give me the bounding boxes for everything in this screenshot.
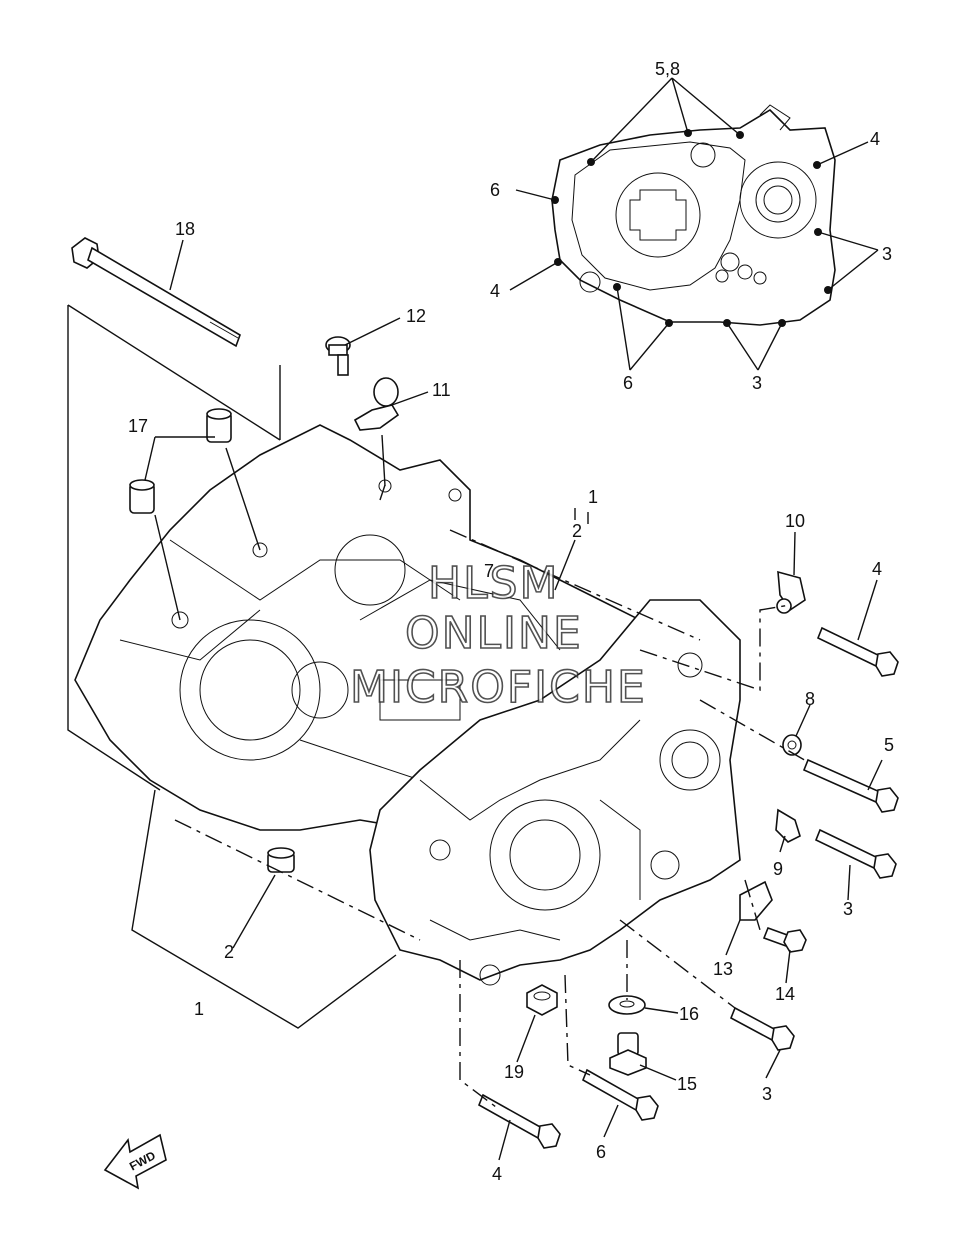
callout-10: 10 [785,511,805,531]
watermark-line-1: HLSM [428,558,560,609]
callout-4-inset-top: 4 [870,129,880,149]
callout-18: 18 [175,219,195,239]
callout-7: 7 [484,561,494,581]
washer-8 [782,734,802,756]
clamp-11 [353,377,400,431]
watermark: HLSM ONLINE MICROFICHE [349,557,647,714]
dowel-pins-17 [129,408,232,514]
clip-9 [775,808,801,843]
dowel-pin-2 [267,847,295,873]
callout-1-bottom: 1 [194,999,204,1019]
crankcase-right-half [369,599,741,986]
bolt-3-low [729,1006,795,1051]
long-bolt [71,237,241,348]
callout-4-mid: 4 [872,559,882,579]
bolt-6-low [581,1068,659,1121]
callout-14: 14 [775,984,795,1004]
callout-13: 13 [713,959,733,979]
callout-3-low: 3 [762,1084,772,1104]
nut-19 [526,984,558,1016]
callout-6-low: 6 [596,1142,606,1162]
callout-9: 9 [773,859,783,879]
callout-8: 8 [805,689,815,709]
drain-bolt-15 [609,1032,647,1076]
callout-5-8: 5,8 [655,59,680,79]
callout-labels: 5,8 4 6 3 4 6 3 18 12 11 17 1 2 7 10 4 8… [128,59,894,1184]
callout-1-top: 1 [588,487,598,507]
callout-4-low: 4 [492,1164,502,1184]
callout-11: 11 [432,380,451,400]
clip-10 [776,570,806,614]
callout-3-inset-right: 3 [882,244,892,264]
callout-2-top: 2 [572,521,582,541]
callout-19: 19 [504,1062,524,1082]
leader-lines [67,239,883,1161]
callout-4-inset-left: 4 [490,281,500,301]
callout-15: 15 [677,1074,697,1094]
callout-17: 17 [128,416,148,436]
bolt-4-low [477,1093,561,1149]
washer-16 [608,995,646,1015]
callout-2-bottom: 2 [224,942,234,962]
callout-3-mid: 3 [843,899,853,919]
crankcase-inset-view [509,77,879,371]
watermark-line-3: MICROFICHE [350,662,647,713]
callout-3-inset-bottom: 3 [752,373,762,393]
callout-16: 16 [679,1004,699,1024]
callout-6-inset-bottom: 6 [623,373,633,393]
fwd-arrow-icon: FWD [103,1133,167,1190]
watermark-line-2: ONLINE [405,608,583,659]
callout-5: 5 [884,735,894,755]
callout-12: 12 [406,306,426,326]
bolt-12 [325,336,351,376]
bolt-4-right [816,626,899,677]
callout-6-inset-left: 6 [490,180,500,200]
bolt-5 [802,758,899,813]
bolt-14 [762,926,807,953]
bolt-3-mid [814,828,897,879]
